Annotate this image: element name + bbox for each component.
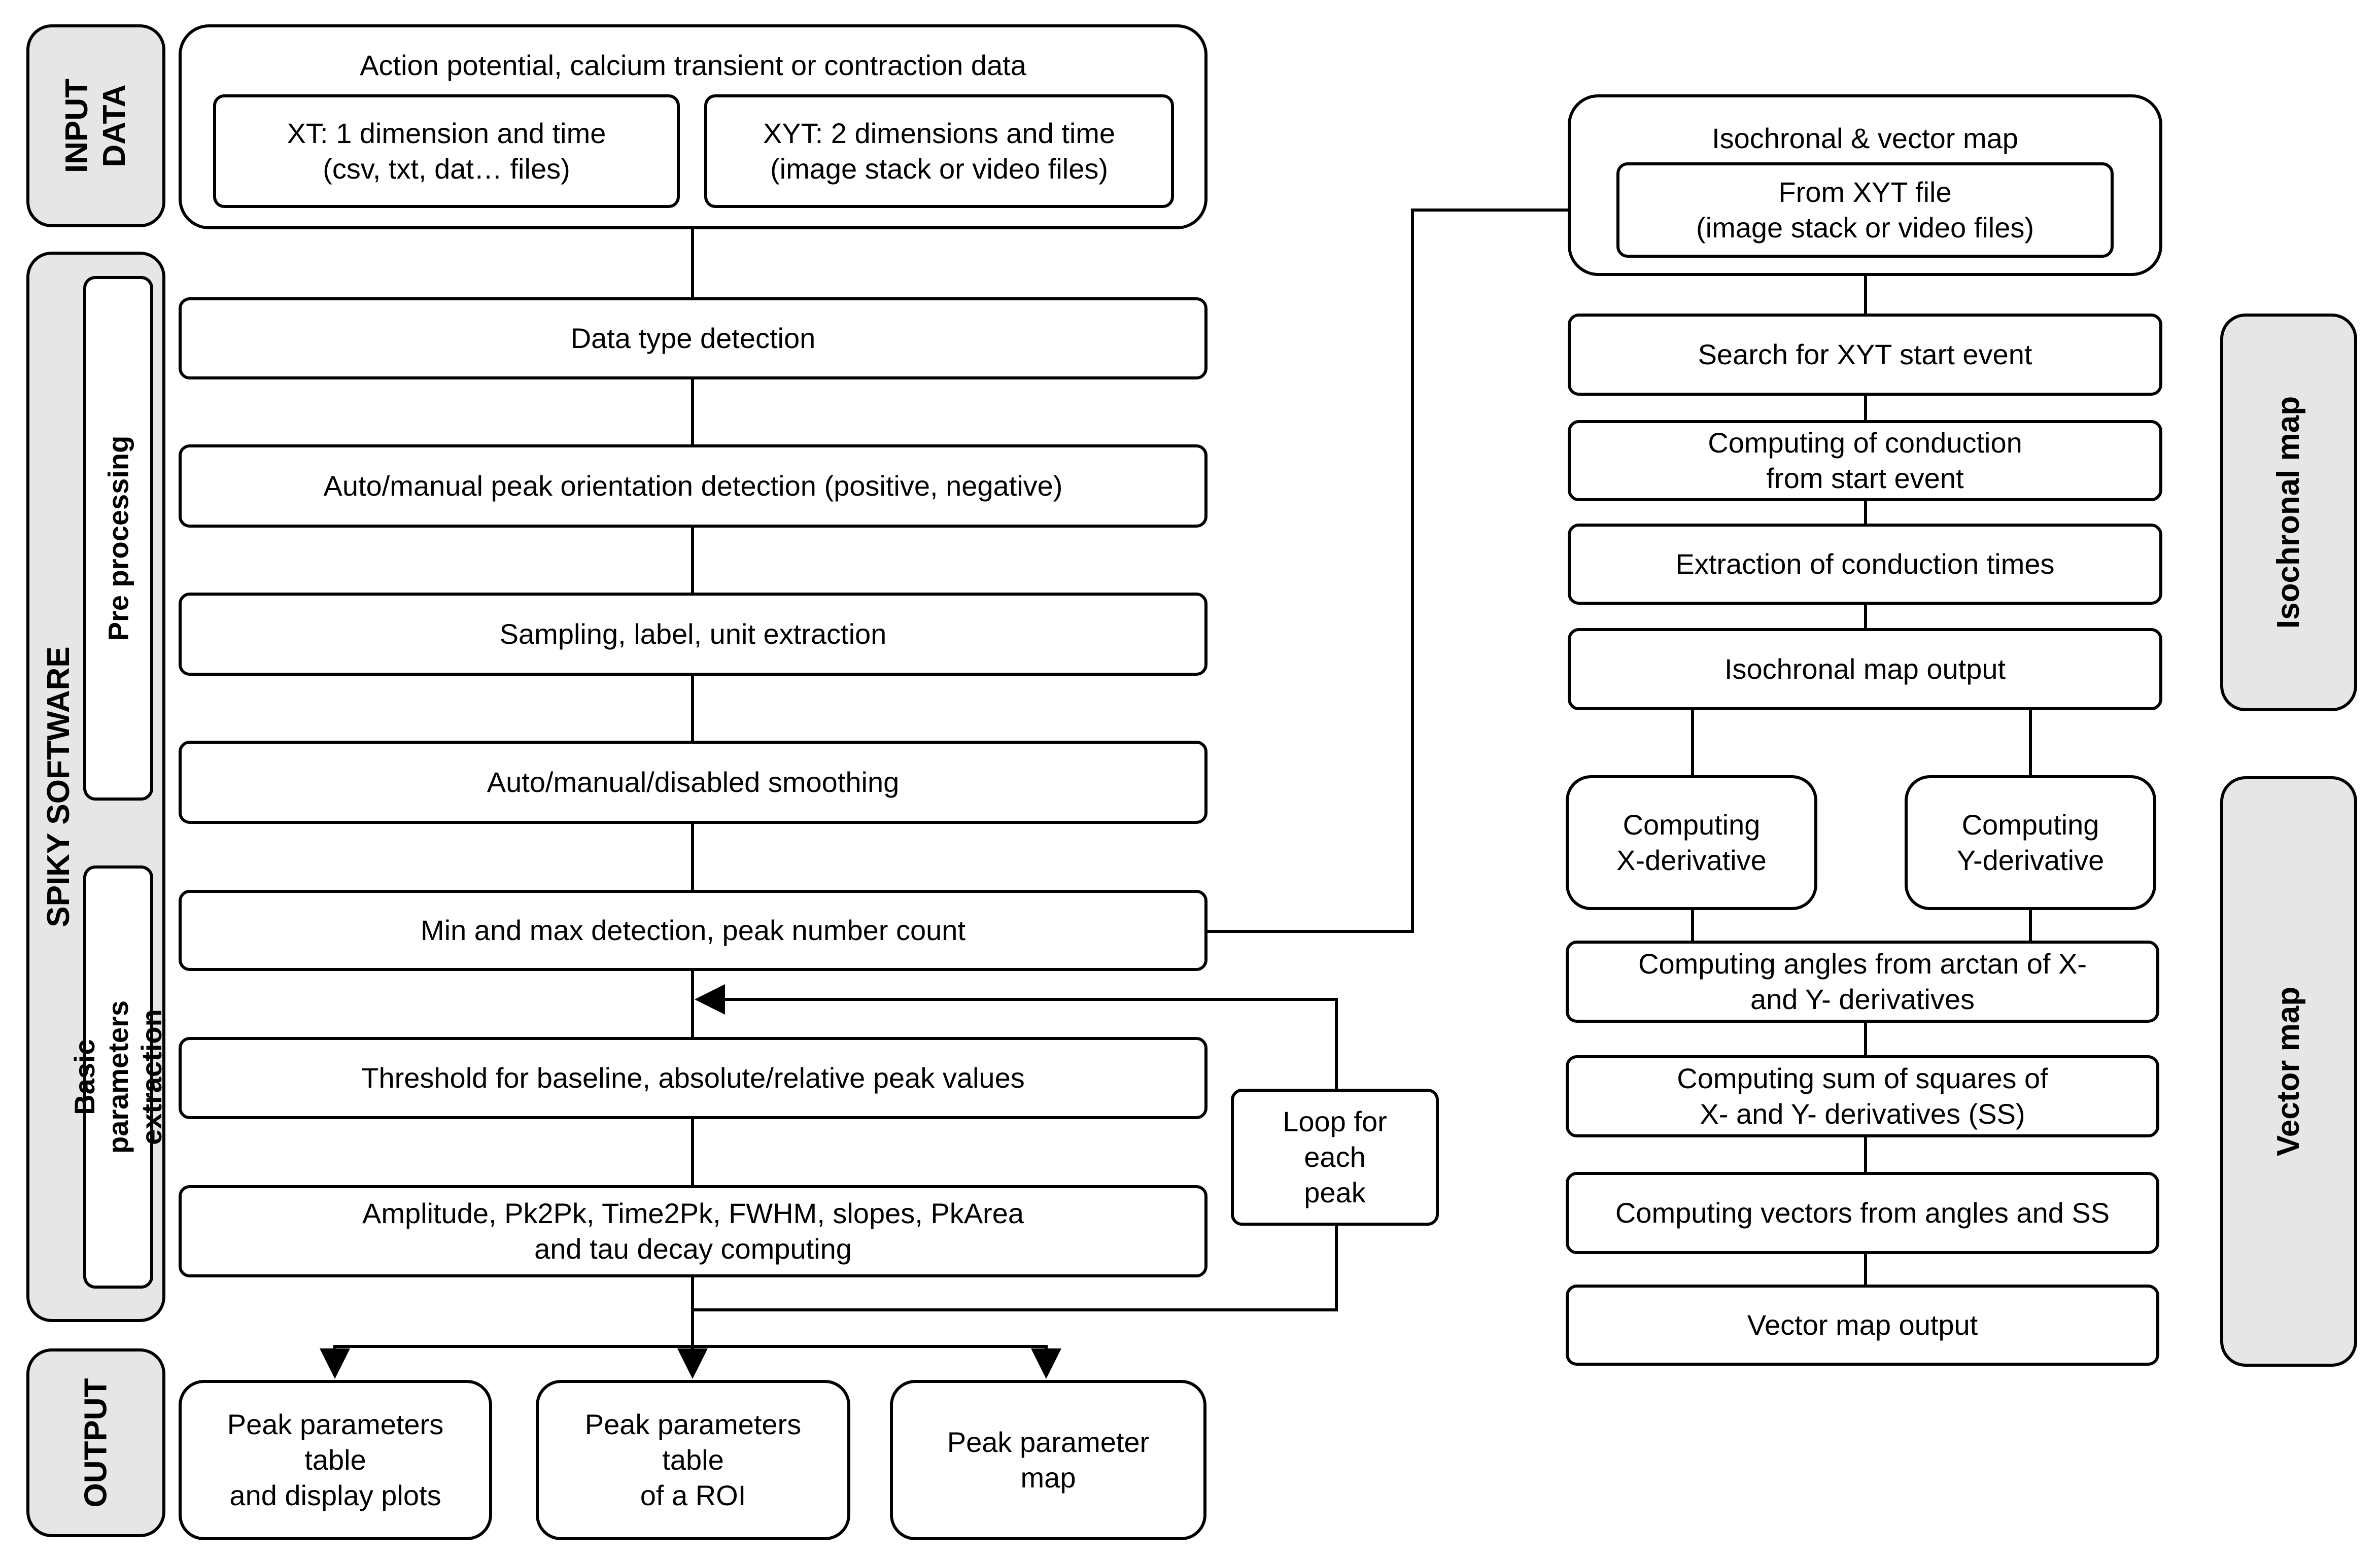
input-data-title: Action potential, calcium transient or c… (360, 49, 1026, 81)
computing-vectors-box: Computing vectors from angles and SS (1566, 1172, 2159, 1254)
x-derivative-box: Computing X-derivative (1566, 775, 1817, 910)
amplitude-computing-box: Amplitude, Pk2Pk, Time2Pk, FWHM, slopes,… (179, 1185, 1208, 1277)
computing-vectors-text: Computing vectors from angles and SS (1615, 1197, 2110, 1229)
x-derivative-text: Computing X-derivative (1616, 809, 1767, 876)
input-data-text: INPUT DATA (59, 79, 132, 173)
spiky-software-title-holder: SPIKY SOFTWARE (29, 255, 88, 1319)
isochronal-map-label-text: Isochronal map (2271, 396, 2306, 629)
y-derivative-box: Computing Y-derivative (1905, 775, 2156, 910)
from-xyt-file-box: From XYT file (image stack or video file… (1616, 162, 2114, 258)
smoothing-box: Auto/manual/disabled smoothing (179, 741, 1208, 824)
xt-data-box: XT: 1 dimension and time (csv, txt, dat…… (213, 94, 680, 208)
loop-arrow-line (695, 984, 1338, 1090)
isochronal-map-label: Isochronal map (2220, 314, 2357, 711)
loop-return-line (691, 1225, 1338, 1311)
computing-angles-text: Computing angles from arctan of X- and Y… (1638, 948, 2087, 1015)
vector-map-label: Vector map (2220, 776, 2357, 1367)
y-derivative-text: Computing Y-derivative (1956, 809, 2105, 876)
threshold-text: Threshold for baseline, absolute/relativ… (361, 1062, 1025, 1094)
computing-conduction-text: Computing of conduction from start event (1708, 427, 2022, 494)
computing-conduction-box: Computing of conduction from start event (1568, 420, 2162, 501)
connector-minmax-to-xyt (1205, 195, 1614, 933)
isochronal-vector-title: Isochronal & vector map (1712, 122, 2018, 154)
output-text: OUTPUT (78, 1378, 113, 1508)
computing-angles-box: Computing angles from arctan of X- and Y… (1566, 941, 2159, 1023)
xyt-data-text: XYT: 2 dimensions and time (image stack … (763, 117, 1116, 185)
vector-map-label-text: Vector map (2271, 986, 2306, 1157)
search-start-event-text: Search for XYT start event (1698, 338, 2032, 370)
loop-each-peak-text: Loop for each peak (1283, 1105, 1387, 1208)
connector-to-output-left (320, 1345, 693, 1379)
threshold-box: Threshold for baseline, absolute/relativ… (179, 1037, 1208, 1119)
output-label: OUTPUT (26, 1348, 165, 1537)
computing-sum-squares-box: Computing sum of squares of X- and Y- de… (1566, 1055, 2159, 1137)
spiky-software-text: SPIKY SOFTWARE (41, 646, 76, 927)
connector-to-output-right (693, 1345, 1061, 1379)
output-peak-parameter-map-text: Peak parameter map (947, 1426, 1150, 1494)
output-peak-table-plots-text: Peak parameters table and display plots (227, 1408, 444, 1511)
extraction-conduction-times-box: Extraction of conduction times (1568, 524, 2162, 605)
output-peak-table-plots-box: Peak parameters table and display plots (179, 1380, 492, 1540)
smoothing-text: Auto/manual/disabled smoothing (487, 766, 900, 798)
data-type-detection-text: Data type detection (570, 322, 816, 354)
loop-each-peak-box: Loop for each peak (1231, 1089, 1439, 1226)
from-xyt-file-text: From XYT file (image stack or video file… (1696, 176, 2034, 244)
sampling-text: Sampling, label, unit extraction (499, 618, 887, 650)
isochronal-map-output-box: Isochronal map output (1568, 628, 2162, 710)
amplitude-computing-text: Amplitude, Pk2Pk, Time2Pk, FWHM, slopes,… (362, 1197, 1024, 1265)
vector-map-output-text: Vector map output (1747, 1309, 1978, 1341)
extraction-conduction-times-text: Extraction of conduction times (1675, 548, 2055, 580)
output-peak-parameter-map-box: Peak parameter map (890, 1380, 1206, 1540)
search-start-event-box: Search for XYT start event (1568, 314, 2162, 396)
vector-map-output-box: Vector map output (1566, 1285, 2159, 1366)
output-peak-table-roi-text: Peak parameters table of a ROI (584, 1408, 802, 1511)
preprocessing-label: Pre processing (83, 276, 153, 801)
isochronal-map-output-text: Isochronal map output (1724, 653, 2006, 685)
basic-parameters-text: Basic parameters extraction (68, 1000, 168, 1154)
xt-data-text: XT: 1 dimension and time (csv, txt, dat…… (287, 117, 606, 185)
xyt-data-box: XYT: 2 dimensions and time (image stack … (704, 94, 1174, 208)
min-max-detection-text: Min and max detection, peak number count (421, 914, 965, 946)
basic-parameters-label: Basic parameters extraction (68, 865, 167, 1289)
computing-sum-squares-text: Computing sum of squares of X- and Y- de… (1677, 1062, 2048, 1130)
output-peak-table-roi-box: Peak parameters table of a ROI (536, 1380, 850, 1540)
min-max-detection-box: Min and max detection, peak number count (179, 890, 1208, 971)
sampling-box: Sampling, label, unit extraction (179, 593, 1208, 676)
peak-orientation-box: Auto/manual peak orientation detection (… (179, 444, 1208, 528)
input-data-label: INPUT DATA (26, 24, 165, 227)
preprocessing-text: Pre processing (102, 435, 134, 641)
data-type-detection-box: Data type detection (179, 297, 1208, 379)
peak-orientation-text: Auto/manual peak orientation detection (… (323, 470, 1063, 502)
